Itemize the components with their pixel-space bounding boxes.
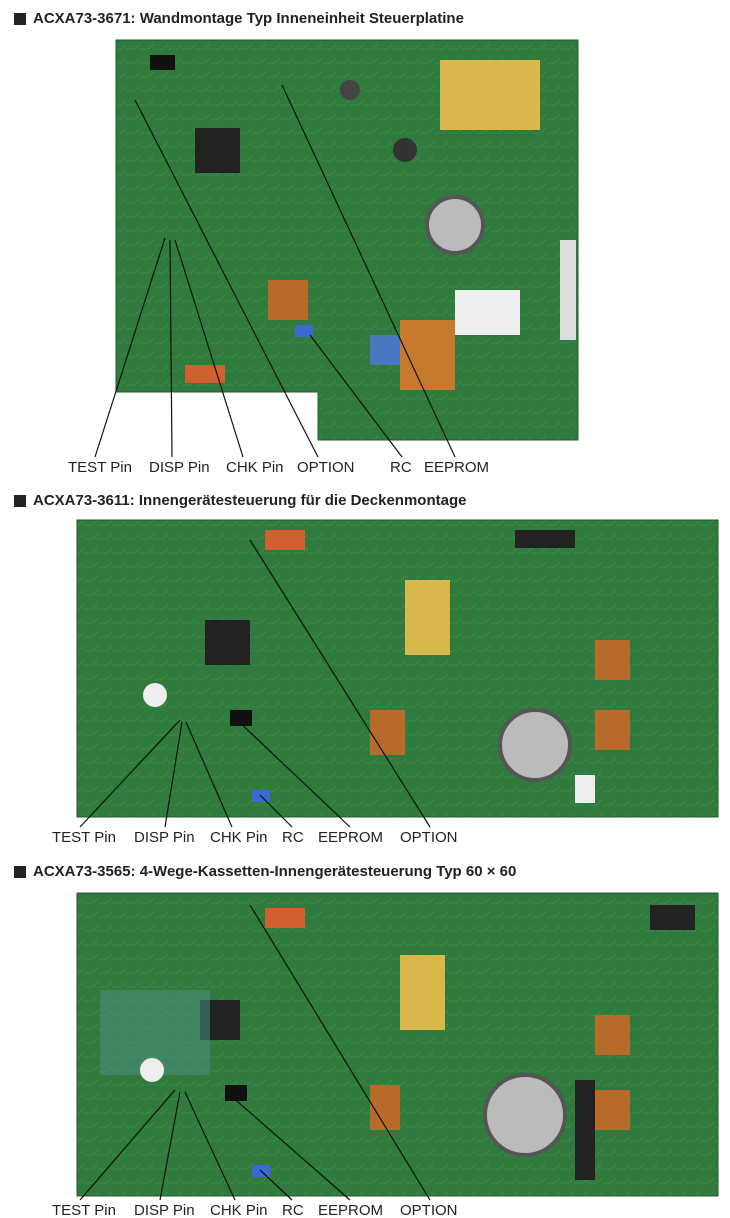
label-disp-pin: DISP Pin	[134, 829, 195, 846]
section-heading-1: ACXA73-3671: Wandmontage Typ Inneneinhei…	[14, 10, 464, 27]
bullet-square-icon	[14, 494, 26, 507]
section-title: ACXA73-3611: Innengerätesteuerung für di…	[33, 492, 467, 509]
callout-lines	[79, 84, 456, 1201]
section-title: ACXA73-3671: Wandmontage Typ Inneneinhei…	[33, 10, 464, 27]
label-rc: RC	[390, 459, 412, 476]
label-option: OPTION	[297, 459, 355, 476]
label-disp-pin: DISP Pin	[149, 459, 210, 476]
section-heading-3: ACXA73-3565: 4-Wege-Kassetten-Innengerät…	[14, 863, 516, 880]
label-test-pin: TEST Pin	[52, 1202, 116, 1218]
section-title: ACXA73-3565: 4-Wege-Kassetten-Innengerät…	[33, 863, 517, 880]
bullet-square-icon	[14, 865, 26, 878]
label-eeprom: EEPROM	[424, 459, 490, 476]
label-disp-pin: DISP Pin	[134, 1202, 195, 1218]
board-photo-acxa73-3565	[76, 892, 719, 1197]
label-rc: RC	[282, 1202, 304, 1218]
section-heading-2: ACXA73-3611: Innengerätesteuerung für di…	[14, 492, 466, 509]
label-test-pin: TEST Pin	[68, 459, 132, 476]
label-chk-pin: CHK Pin	[210, 1202, 268, 1218]
label-option: OPTION	[400, 829, 458, 846]
label-chk-pin: CHK Pin	[226, 459, 284, 476]
label-rc: RC	[282, 829, 304, 846]
label-eeprom: EEPROM	[318, 829, 384, 846]
board-photo-acxa73-3611	[76, 519, 719, 818]
bullet-square-icon	[14, 12, 26, 25]
label-option: OPTION	[400, 1202, 458, 1218]
label-chk-pin: CHK Pin	[210, 829, 268, 846]
label-test-pin: TEST Pin	[52, 829, 116, 846]
label-eeprom: EEPROM	[318, 1202, 384, 1218]
board-photo-acxa73-3671	[115, 39, 579, 441]
